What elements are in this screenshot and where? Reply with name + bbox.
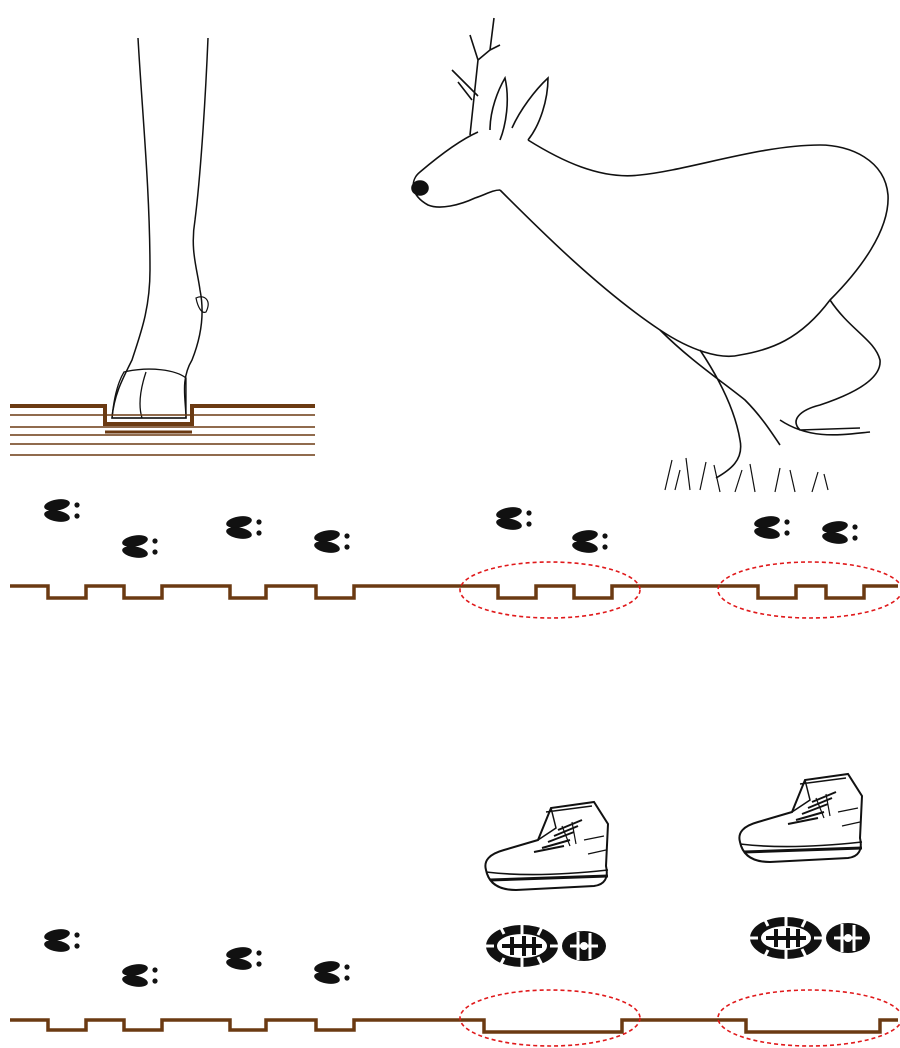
deer-nose xyxy=(412,181,428,195)
deer-hoofprint-icon xyxy=(313,959,349,985)
grass-tufts xyxy=(665,458,828,492)
soil-layers xyxy=(10,406,315,455)
deer-front-legs xyxy=(660,330,780,478)
deer-hoofprint-icon xyxy=(225,514,261,540)
deer-hoofprint-icon xyxy=(43,497,79,523)
deer-hoofprint-icon xyxy=(43,927,79,953)
deer-hoofprint-icon xyxy=(495,505,531,531)
deer-hoofprint-icon xyxy=(121,962,157,988)
deer-hoofprint-icon xyxy=(313,528,349,554)
deer-hind-legs xyxy=(780,300,880,435)
boot-sole-print-icon xyxy=(750,917,870,959)
ground-line xyxy=(10,1020,898,1032)
deer-ears xyxy=(490,78,548,140)
highlight-ellipse xyxy=(718,562,900,618)
boot-over-deer-track-sequence xyxy=(10,774,900,1046)
deer-hoofprint-icon xyxy=(121,533,157,559)
deer-hoofprint-icon xyxy=(821,519,857,545)
highlight-ellipse xyxy=(460,990,640,1046)
deer-body-outline xyxy=(500,140,888,356)
boot-icon xyxy=(739,774,862,862)
hoof-cross-section xyxy=(10,38,315,455)
deer-hoofprint-icon xyxy=(753,514,789,540)
antler-icon xyxy=(452,18,500,135)
hoof-outline xyxy=(112,369,186,418)
deer-head-outline xyxy=(413,132,500,207)
deer-hoofprint-icon xyxy=(225,945,261,971)
boot-icon xyxy=(485,802,608,890)
ground-line xyxy=(10,586,898,598)
boot-sole-print-icon xyxy=(486,925,606,967)
deer-track-sequence xyxy=(10,497,900,618)
running-roe-deer xyxy=(412,18,888,492)
deer-hoofprint-icon xyxy=(571,528,607,554)
deer-leg-outline xyxy=(112,38,208,418)
highlight-ellipse xyxy=(718,990,900,1046)
